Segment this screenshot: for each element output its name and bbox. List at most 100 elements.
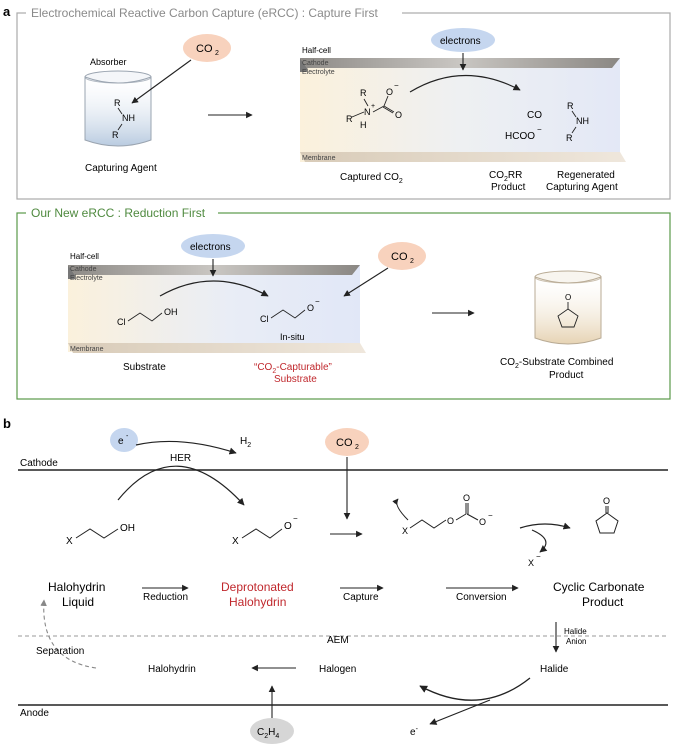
title-background — [26, 5, 402, 21]
carbonate-intermediate: X O O O − — [392, 493, 493, 536]
co2-bubble-panel-b: CO 2 — [325, 428, 369, 456]
co2rr-label: CO2RR — [489, 170, 522, 183]
electron-bubble: e - — [110, 428, 138, 452]
cl-label: Cl — [260, 314, 269, 324]
cyclic-carbonate-structure: O — [595, 496, 619, 534]
c2h4-bubble: C2H4 — [250, 718, 294, 744]
e-sup: - — [126, 433, 129, 440]
minus-label: − — [488, 511, 493, 520]
co2-text: CO — [391, 251, 408, 263]
cathode-label: Cathode — [302, 60, 329, 67]
panel-a-letter: a — [3, 4, 11, 19]
co2-bubble-b: CO 2 — [378, 242, 426, 270]
regen-nh: NH — [576, 116, 589, 126]
separation-label: Separation — [36, 646, 84, 657]
carbamate-structure: R R N + H O O − — [346, 81, 402, 130]
electrons-text: electrons — [440, 36, 481, 47]
x-label: X — [66, 536, 73, 547]
deprotonated-line2: Halohydrin — [229, 595, 286, 609]
chloroethanol-structure: Cl OH — [117, 307, 178, 327]
amine-nh: NH — [122, 113, 135, 123]
co2-bubble-a: CO 2 — [183, 34, 231, 62]
separation-arrow — [40, 599, 97, 669]
carbamate-n: N — [364, 107, 371, 117]
capturable-line2: Substrate — [274, 374, 317, 385]
combined-line1: CO2-Substrate Combined — [500, 357, 613, 370]
membrane-label: Membrane — [302, 155, 336, 162]
co2-text: CO — [336, 437, 353, 449]
h2-label: H2 — [240, 436, 251, 449]
cyclization-arrow — [519, 522, 571, 530]
electrolyte-label: Electrolyte — [70, 275, 103, 282]
x-leaving-minus: − — [536, 552, 541, 561]
electrons-bubble-b: electrons — [181, 234, 245, 258]
halohydrin-liquid-line1: Halohydrin — [48, 580, 105, 594]
co2-sub: 2 — [410, 258, 414, 265]
deprotonated-line1: Deprotonated — [221, 580, 294, 594]
her-label: HER — [170, 453, 191, 464]
halogen-label: Halogen — [319, 664, 356, 675]
e-out-label: e- — [410, 726, 419, 738]
capture-first-section: Electrochemical Reactive Carbon Capture … — [16, 5, 671, 200]
capturing-agent-label: Capturing Agent — [85, 163, 157, 174]
regen-r1: R — [567, 101, 574, 111]
capturable-line1: “CO2-Capturable” — [254, 362, 332, 375]
insitu-label: In-situ — [280, 332, 305, 342]
absorber-label: Absorber — [90, 57, 127, 67]
alkoxide-structure: Cl O − — [260, 297, 320, 324]
electrons-text: electrons — [190, 242, 231, 253]
cathode-label: Cathode — [20, 458, 58, 469]
halide-anion-line2: Anion — [566, 637, 586, 646]
oh-label: OH — [164, 307, 178, 317]
minus-label: − — [293, 514, 298, 523]
o-label: O — [463, 493, 470, 503]
e-text: e — [118, 436, 124, 447]
x-label: X — [402, 526, 408, 536]
reduction-first-title: Our New eRCC : Reduction First — [31, 206, 206, 220]
electrons-bubble-a: electrons — [431, 28, 495, 52]
halide-leaving-arrow — [531, 529, 548, 553]
hcoo-minus: − — [537, 125, 542, 134]
x-label: X — [232, 536, 239, 547]
regenerated-label: Regenerated — [557, 170, 615, 181]
cl-label: Cl — [117, 317, 126, 327]
her-arrow — [135, 440, 237, 455]
combined-line2: Product — [549, 370, 584, 381]
cyclic-line2: Product — [582, 595, 624, 609]
reduction-first-frame — [16, 212, 671, 400]
conversion-label: Conversion — [456, 592, 507, 603]
deprotonation-arc — [117, 465, 245, 506]
half-cell-a: Half-cell Cathode Electrolyte Membrane — [300, 46, 626, 162]
hcoo-product: HCOO — [505, 131, 535, 142]
electrolyte-label: Electrolyte — [302, 69, 335, 76]
carbamate-r2: R — [346, 114, 353, 124]
co2-text: CO — [196, 43, 213, 55]
carbamate-minus: − — [394, 81, 399, 90]
reduction-label: Reduction — [143, 592, 188, 603]
regenerated-amine: R NH R — [566, 101, 589, 143]
capture-label: Capture — [343, 592, 379, 603]
half-cell-b: Half-cell Cathode Electrolyte Membrane — [68, 252, 366, 353]
carbamate-o2: O — [386, 87, 393, 97]
carbamate-plus: + — [371, 103, 375, 110]
aem-label: AEM — [327, 635, 349, 646]
deprotonated-structure: X O − — [232, 514, 298, 547]
halide-label: Halide — [540, 664, 569, 675]
carbonyl-o: O — [603, 496, 610, 506]
co2-sub: 2 — [355, 444, 359, 451]
x-leaving: X — [528, 558, 534, 568]
co2-to-cell-arrow — [343, 267, 389, 297]
co-product: CO — [527, 110, 542, 121]
o-label: O — [307, 303, 314, 313]
captured-co2-label: Captured CO2 — [340, 172, 403, 185]
carbonyl-o: O — [565, 293, 571, 302]
cyclic-line1: Cyclic Carbonate — [553, 580, 645, 594]
carbamate-r1: R — [360, 88, 367, 98]
regen-r2: R — [566, 133, 573, 143]
o-label: O — [284, 521, 292, 532]
substrate-label: Substrate — [123, 362, 166, 373]
carbamate-o1: O — [395, 110, 402, 120]
capture-first-title: Electrochemical Reactive Carbon Capture … — [31, 6, 378, 20]
o-label: O — [479, 517, 486, 527]
